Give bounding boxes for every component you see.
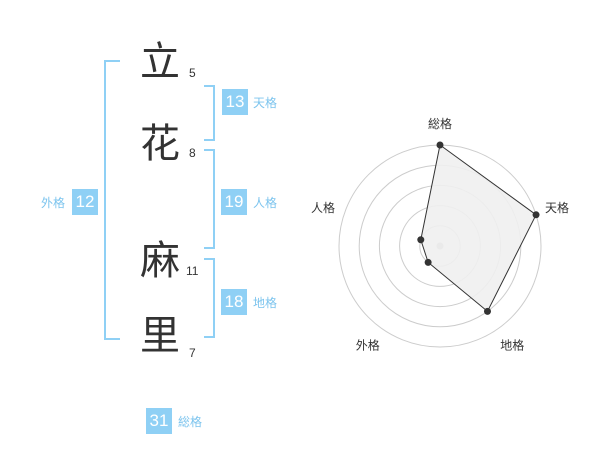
jin-bracket	[204, 149, 215, 249]
name-char-3: 麻	[140, 238, 180, 284]
jin-label: 人格	[253, 196, 278, 210]
gai-label: 外格	[41, 196, 66, 210]
gai-value-badge: 12	[72, 189, 98, 215]
sou-label: 総格	[178, 415, 203, 429]
sou-value-badge: 31	[146, 408, 172, 434]
chi-value-badge: 18	[221, 289, 247, 315]
name-char-2: 花	[140, 121, 180, 167]
radar-axis-label: 天格	[545, 200, 569, 215]
outer-bracket	[104, 60, 120, 340]
ten-label: 天格	[253, 96, 278, 110]
radar-point	[483, 307, 491, 315]
jin-value-badge: 19	[221, 189, 247, 215]
radar-point	[436, 141, 444, 149]
radar-axis-label: 総格	[428, 116, 452, 131]
ten-value-badge: 13	[222, 89, 248, 115]
stroke-count-4: 7	[189, 346, 196, 360]
stroke-count-3: 11	[186, 264, 199, 278]
radar-axis-label: 人格	[311, 200, 335, 215]
name-char-1: 立	[140, 39, 180, 85]
radar-area	[420, 144, 537, 313]
chi-bracket	[204, 258, 215, 338]
chi-label: 地格	[253, 296, 278, 310]
radar-point	[424, 258, 432, 266]
stroke-count-2: 8	[189, 146, 196, 160]
radar-axis-label: 地格	[500, 338, 524, 353]
radar-axis-label: 外格	[356, 338, 380, 353]
ten-bracket	[204, 85, 215, 141]
stroke-count-1: 5	[189, 66, 196, 80]
radar-point	[532, 211, 540, 219]
radar-point	[417, 236, 425, 244]
name-char-4: 里	[140, 313, 180, 359]
